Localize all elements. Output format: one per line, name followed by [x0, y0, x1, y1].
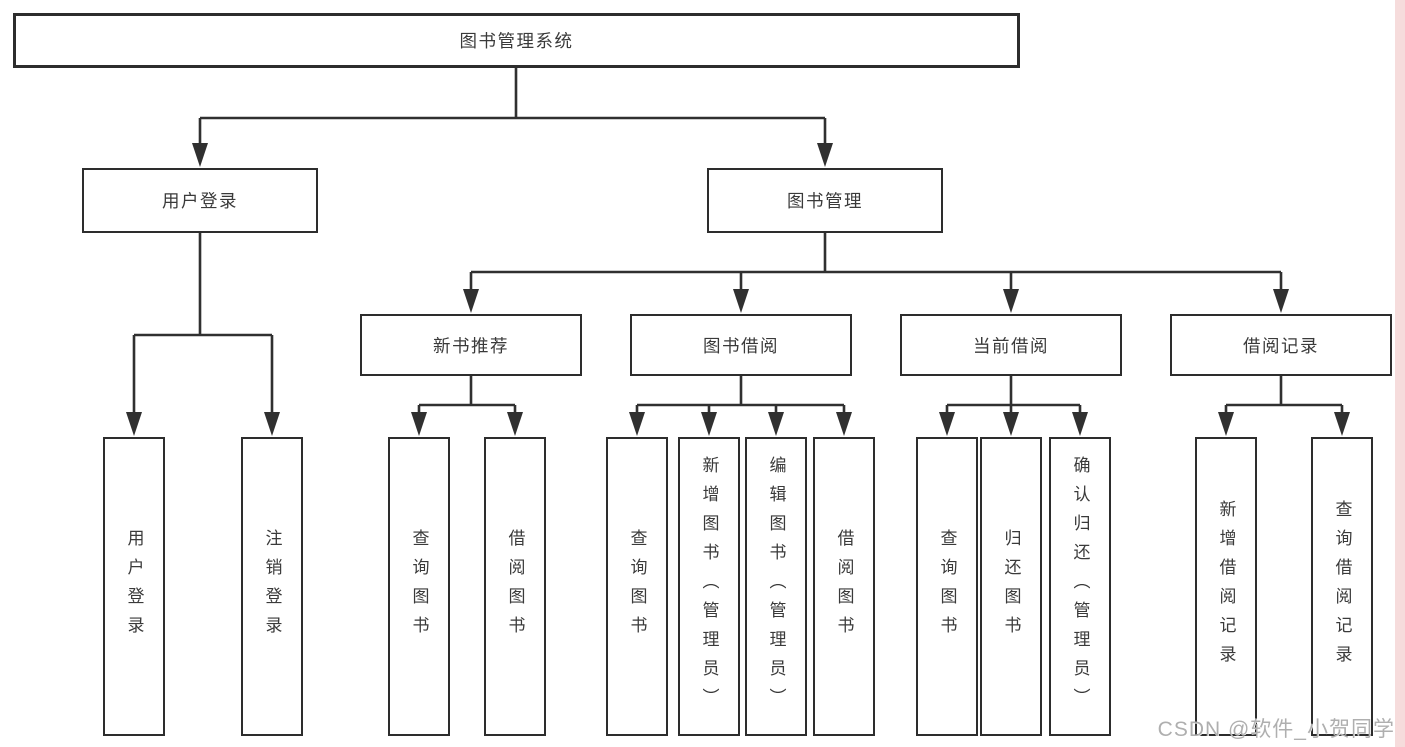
node-borrowing-records: 借阅记录	[1170, 314, 1392, 376]
leaf-records-add-record-label: 新增借阅记录	[1216, 499, 1236, 674]
node-book-borrowing-label: 图书借阅	[703, 335, 779, 356]
leaf-current-return-books: 归还图书	[980, 437, 1042, 736]
leaf-recommend-query-books-label: 查询图书	[409, 528, 429, 645]
leaf-current-query-books-label: 查询图书	[937, 528, 957, 645]
leaf-borrowing-borrow-books-label: 借阅图书	[834, 528, 854, 645]
node-user-login-module: 用户登录	[82, 168, 318, 233]
leaf-user-login: 用户登录	[103, 437, 165, 736]
node-current-borrowing: 当前借阅	[900, 314, 1122, 376]
leaf-recommend-borrow-books: 借阅图书	[484, 437, 546, 736]
node-book-management-module: 图书管理	[707, 168, 943, 233]
right-edge-pink-strip	[1395, 0, 1405, 747]
leaf-borrowing-borrow-books: 借阅图书	[813, 437, 875, 736]
node-library-management-system-label: 图书管理系统	[459, 31, 574, 51]
csdn-watermark: CSDN @软件_小贺同学	[1157, 718, 1395, 741]
leaf-borrowing-query-books: 查询图书	[606, 437, 668, 736]
leaf-borrowing-query-books-label: 查询图书	[627, 528, 647, 645]
leaf-current-query-books: 查询图书	[916, 437, 978, 736]
leaf-recommend-query-books: 查询图书	[388, 437, 450, 736]
leaf-borrowing-add-books-admin-label: 新增图书（管理员）	[699, 456, 719, 717]
leaf-current-confirm-return-admin-label: 确认归还（管理员）	[1070, 456, 1090, 717]
leaf-borrowing-add-books-admin: 新增图书（管理员）	[678, 437, 740, 736]
node-current-borrowing-label: 当前借阅	[973, 335, 1049, 356]
leaf-records-query-record-label: 查询借阅记录	[1332, 499, 1352, 674]
leaf-recommend-borrow-books-label: 借阅图书	[505, 528, 525, 645]
node-library-management-system: 图书管理系统	[13, 13, 1020, 68]
leaf-user-login-label: 用户登录	[124, 528, 144, 645]
leaf-records-add-record: 新增借阅记录	[1195, 437, 1257, 736]
node-borrowing-records-label: 借阅记录	[1243, 335, 1319, 356]
leaf-logout-login-label: 注销登录	[262, 528, 282, 645]
leaf-current-return-books-label: 归还图书	[1001, 528, 1021, 645]
node-book-borrowing: 图书借阅	[630, 314, 852, 376]
node-user-login-module-label: 用户登录	[162, 191, 238, 211]
leaf-records-query-record: 查询借阅记录	[1311, 437, 1373, 736]
node-book-management-module-label: 图书管理	[787, 191, 863, 211]
node-new-book-recommendation: 新书推荐	[360, 314, 582, 376]
leaf-borrowing-edit-books-admin-label: 编辑图书（管理员）	[766, 456, 786, 717]
leaf-borrowing-edit-books-admin: 编辑图书（管理员）	[745, 437, 807, 736]
node-new-book-recommendation-label: 新书推荐	[433, 335, 509, 356]
leaf-current-confirm-return-admin: 确认归还（管理员）	[1049, 437, 1111, 736]
leaf-logout-login: 注销登录	[241, 437, 303, 736]
